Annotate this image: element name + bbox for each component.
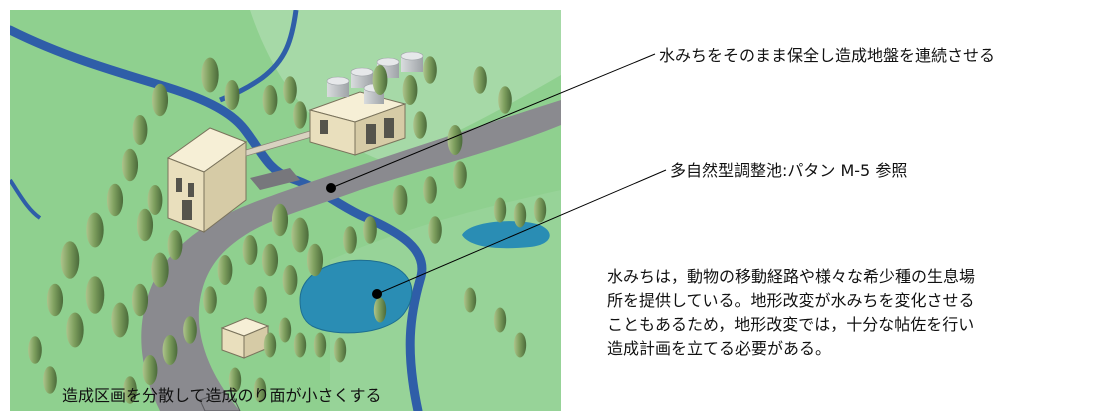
tree-icon (261, 243, 279, 277)
tree-icon (282, 265, 298, 295)
tree-icon (283, 76, 297, 104)
tree-icon (162, 335, 178, 365)
leader-dot-icon (372, 289, 382, 299)
tree-icon (132, 115, 148, 145)
tree-icon (402, 75, 418, 105)
tree-icon (217, 255, 233, 285)
tree-icon (533, 197, 547, 223)
tree-icon (493, 197, 507, 223)
small-pond (462, 221, 550, 249)
tree-icon (413, 111, 427, 139)
tree-icon (373, 297, 387, 323)
tree-icon (423, 56, 437, 84)
tree-icon (463, 287, 477, 313)
note-line: 水みちは，動物の移動経路や様々な希少種の生息場 (607, 267, 976, 286)
tree-icon (242, 235, 258, 265)
tree-icon (313, 332, 327, 358)
tree-icon (28, 336, 42, 364)
storage-tank-icon (400, 51, 424, 72)
factory-building (166, 127, 323, 234)
tree-icon (453, 161, 467, 189)
tree-icon (291, 217, 309, 253)
fence (199, 389, 241, 411)
tree-icon (392, 185, 408, 215)
storage-tank-icon (326, 76, 350, 97)
tree-icon (263, 332, 277, 358)
tree-icon (121, 148, 139, 182)
tree-icon (151, 83, 169, 117)
tree-icon (473, 66, 487, 94)
tree-icon (447, 125, 463, 155)
tree-icon (111, 302, 129, 338)
callout-pond: 多自然型調整池:パタン M-5 参照 (670, 161, 908, 180)
tree-icon (203, 286, 217, 314)
tree-group (28, 56, 547, 404)
note-line: 造成計画を立てる必要がある。 (607, 339, 832, 358)
tree-icon (142, 355, 158, 385)
tree-icon (201, 57, 219, 93)
road (141, 100, 561, 411)
tree-icon (333, 337, 347, 363)
tree-icon (253, 377, 267, 403)
tree-icon (262, 85, 278, 115)
river-stub (10, 178, 42, 220)
tree-icon (66, 312, 84, 348)
tree-icon (131, 283, 149, 317)
tree-icon (271, 203, 289, 237)
explanation-note: 水みちは，動物の移動経路や様々な希少種の生息場 所を提供している。地形改変が水み… (607, 265, 1097, 361)
tree-icon (428, 216, 442, 244)
tree-icon (423, 176, 437, 204)
bridge (250, 168, 300, 190)
callout-waterway: 水みちをそのまま保全し造成地盤を連続させる (659, 46, 996, 65)
note-line: こともあるため，地形改変では，十分な帖佐を行い (607, 315, 975, 334)
tree-icon (224, 80, 240, 110)
tree-icon (293, 101, 307, 129)
tree-icon (183, 316, 197, 344)
tree-icon (60, 241, 80, 279)
tree-icon (85, 276, 105, 314)
tree-icon (253, 286, 267, 314)
tree-icon (372, 65, 388, 95)
tree-icon (306, 243, 324, 277)
tree-icon (151, 252, 169, 288)
tree-icon (363, 216, 377, 244)
tree-icon (493, 307, 507, 333)
tree-icon (498, 86, 512, 114)
tree-icon (43, 366, 57, 394)
tree-icon (86, 212, 104, 248)
tree-icon (278, 317, 292, 343)
tree-icon (513, 332, 527, 358)
tree-icon (106, 183, 124, 217)
scene-caption: 造成区画を分散して造成のり面が小さくする (62, 386, 382, 405)
tree-icon (293, 332, 307, 358)
tree-icon (228, 367, 242, 393)
leader-line-waterway (330, 53, 656, 189)
leader-line-pond (376, 169, 667, 295)
tree-icon (167, 230, 183, 260)
tree-icon (343, 226, 357, 254)
note-line: 所を提供している。地形改変が水みちを変化させる (607, 291, 975, 310)
storage-tank-icon (350, 67, 374, 88)
leader-dot-icon (326, 183, 336, 193)
tree-icon (136, 208, 154, 242)
tree-icon (147, 185, 163, 215)
tree-icon (46, 283, 64, 317)
small-house (220, 317, 270, 359)
storage-tanks (326, 51, 424, 104)
tree-icon (513, 202, 527, 228)
tree-icon (123, 376, 137, 404)
